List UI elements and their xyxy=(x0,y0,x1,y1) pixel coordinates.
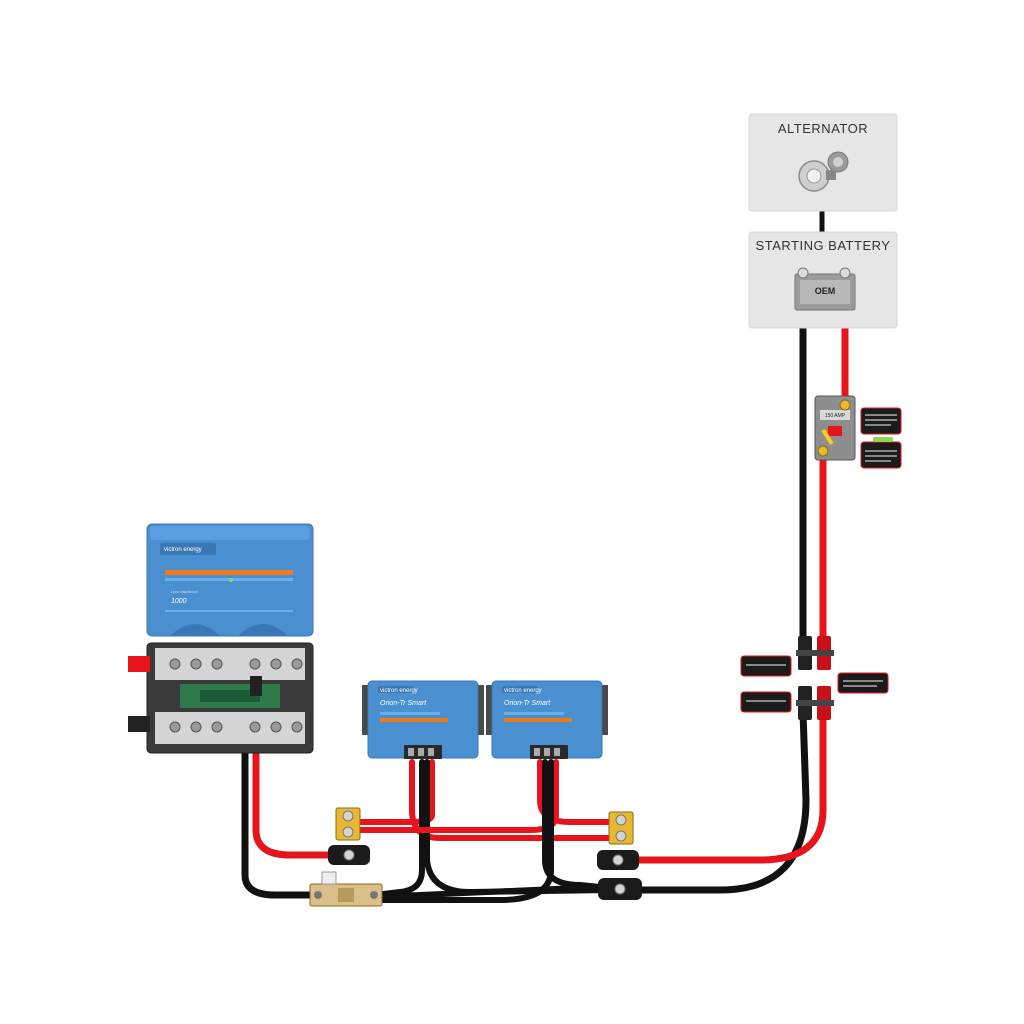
inverter-brand: victron energy xyxy=(164,547,202,553)
oem-battery-icon: OEM xyxy=(794,267,856,311)
right-positive-busbar xyxy=(597,811,639,870)
inverter-status-led xyxy=(229,578,233,582)
alternator-icon xyxy=(798,151,849,192)
charger-left-pos-in xyxy=(409,759,615,841)
inverter-orange-stripe xyxy=(165,570,293,575)
charger-right-brand: victron energy xyxy=(504,688,542,694)
lynx-positive-cable xyxy=(252,716,334,859)
left-positive-busbar xyxy=(328,807,370,865)
starting-battery-panel: STARTING BATTERY OEM xyxy=(748,231,898,329)
charger-right-logo-badge xyxy=(502,686,538,693)
right-negative-junction xyxy=(598,878,642,900)
lynx-bolts xyxy=(169,658,303,733)
main-negative-cable xyxy=(636,276,810,894)
inline-fuses xyxy=(740,636,889,720)
inverter-model-line: Lynx distributor xyxy=(171,589,199,594)
lynx-negative-cable xyxy=(241,736,322,899)
breaker-top-terminal xyxy=(839,399,851,411)
fuse-tag-right xyxy=(837,672,889,694)
starting-battery-title: STARTING BATTERY xyxy=(756,238,891,253)
charger-left-logo-badge xyxy=(378,686,414,693)
alternator-title: ALTERNATOR xyxy=(778,121,868,136)
main-positive-cable-lower xyxy=(626,451,827,864)
shunt-return-cable xyxy=(372,884,603,900)
inverter-unit: victron energy Lynx distributor 1000 xyxy=(146,523,314,637)
charger-left-brand: victron energy xyxy=(380,688,418,694)
circuit-breaker: 150 AMP xyxy=(814,395,856,461)
battery-positive-terminal xyxy=(839,267,851,279)
inverter-logo-badge xyxy=(160,543,216,555)
breaker-bottom-terminal xyxy=(817,445,829,457)
charger-left: victron energy Orion-Tr Smart xyxy=(362,680,484,759)
charger-left-title: Orion-Tr Smart xyxy=(380,700,427,707)
charger-left-neg-1 xyxy=(372,759,425,898)
lynx-negative-post xyxy=(128,716,150,732)
oem-battery-label: OEM xyxy=(815,286,836,296)
alternator-panel: ALTERNATOR xyxy=(748,113,898,212)
battery-negative-terminal xyxy=(797,267,809,279)
lynx-positive-post xyxy=(128,656,150,672)
charger-right: victron energy Orion-Tr Smart xyxy=(486,680,608,759)
cables xyxy=(241,209,849,903)
breaker-label: 150 AMP xyxy=(825,413,846,419)
lynx-distributor xyxy=(128,642,314,754)
breaker-info-tags xyxy=(860,407,902,469)
negative-shunt xyxy=(309,871,383,907)
charger-right-title: Orion-Tr Smart xyxy=(504,700,551,707)
inverter-rating: 1000 xyxy=(171,598,187,605)
